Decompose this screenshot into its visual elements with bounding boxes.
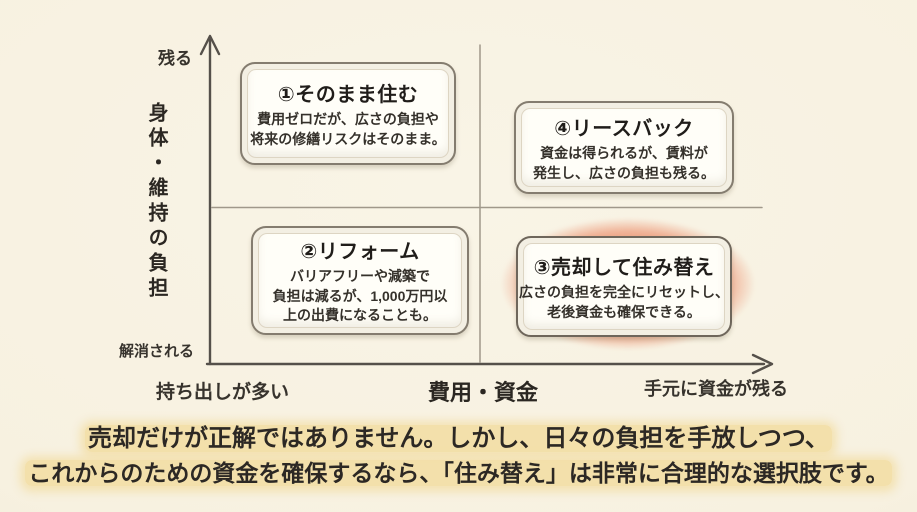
description-line: 資金は得られるが、賃料が <box>540 144 708 161</box>
option-box-sell-and-move-panel: ③売却して住み替え 広さの負担を完全にリセットし、 老後資金も確保できる。 <box>519 243 729 330</box>
caption-line-1-text: 売却だけが正解ではありません。しかし、日々の負担を手放しつつ、 <box>85 425 832 452</box>
x-axis-title: 費用・資金 <box>428 380 539 405</box>
option-title: ①そのまま住む <box>277 83 419 106</box>
caption: 売却だけが正解ではありません。しかし、日々の負担を手放しつつ、 これからのための… <box>0 422 917 490</box>
option-box-sell-and-move: ③売却して住み替え 広さの負担を完全にリセットし、 老後資金も確保できる。 <box>516 236 732 337</box>
x-axis-right-label: 手元に資金が残る <box>644 379 788 399</box>
y-axis-top-label: 残る <box>158 49 192 68</box>
description-line: 広さの負担を完全にリセットし、 <box>519 283 729 300</box>
option-description: 資金は得られるが、賃料が 発生し、広さの負担も残る。 <box>533 144 715 183</box>
description-line: 老後資金も確保できる。 <box>547 303 701 320</box>
option-box-stay: ①そのまま住む 費用ゼロだが、広さの負担や 将来の修繕リスクはそのまま。 <box>240 62 456 165</box>
option-title: ③売却して住み替え <box>533 256 715 279</box>
option-title: ④リースバック <box>554 117 694 140</box>
option-description: 広さの負担を完全にリセットし、 老後資金も確保できる。 <box>519 283 729 322</box>
y-axis-title: 身体・維持の負担 <box>145 102 167 302</box>
option-box-renovate: ②リフォーム バリアフリーや減築で 負担は減るが、1,000万円以 上の出費にな… <box>251 226 469 335</box>
option-box-leaseback: ④リースバック 資金は得られるが、賃料が 発生し、広さの負担も残る。 <box>514 101 734 194</box>
option-box-renovate-panel: ②リフォーム バリアフリーや減築で 負担は減るが、1,000万円以 上の出費にな… <box>258 233 462 328</box>
description-line: 発生し、広さの負担も残る。 <box>533 164 715 181</box>
option-title: ②リフォーム <box>300 241 420 264</box>
caption-line-1: 売却だけが正解ではありません。しかし、日々の負担を手放しつつ、 <box>0 422 917 456</box>
description-line: バリアフリーや減築で <box>289 268 430 285</box>
option-box-leaseback-panel: ④リースバック 資金は得られるが、賃料が 発生し、広さの負担も残る。 <box>521 108 727 187</box>
option-box-stay-panel: ①そのまま住む 費用ゼロだが、広さの負担や 将来の修繕リスクはそのまま。 <box>247 69 449 158</box>
y-axis-bottom-label: 解消される <box>119 343 195 360</box>
description-line: 将来の修繕リスクはそのまま。 <box>250 130 446 147</box>
option-description: バリアフリーや減築で 負担は減るが、1,000万円以 上の出費になることも。 <box>273 267 448 326</box>
x-axis-arrowhead-icon <box>751 353 774 375</box>
caption-line-2: これからのための資金を確保するなら、「住み替え」は非常に合理的な選択肢です。 <box>0 456 917 490</box>
description-line: 上の出費になることも。 <box>282 307 437 324</box>
description-line: 負担は減るが、1,000万円以 <box>272 287 448 304</box>
option-description: 費用ゼロだが、広さの負担や 将来の修繕リスクはそのまま。 <box>250 110 445 149</box>
y-axis-arrowhead-icon <box>199 34 221 56</box>
description-line: 費用ゼロだが、広さの負担や <box>257 110 439 127</box>
x-axis-left-label: 持ち出しが多い <box>156 382 290 403</box>
caption-line-2-text: これからのための資金を確保するなら、「住み替え」は非常に合理的な選択肢です。 <box>25 460 892 486</box>
